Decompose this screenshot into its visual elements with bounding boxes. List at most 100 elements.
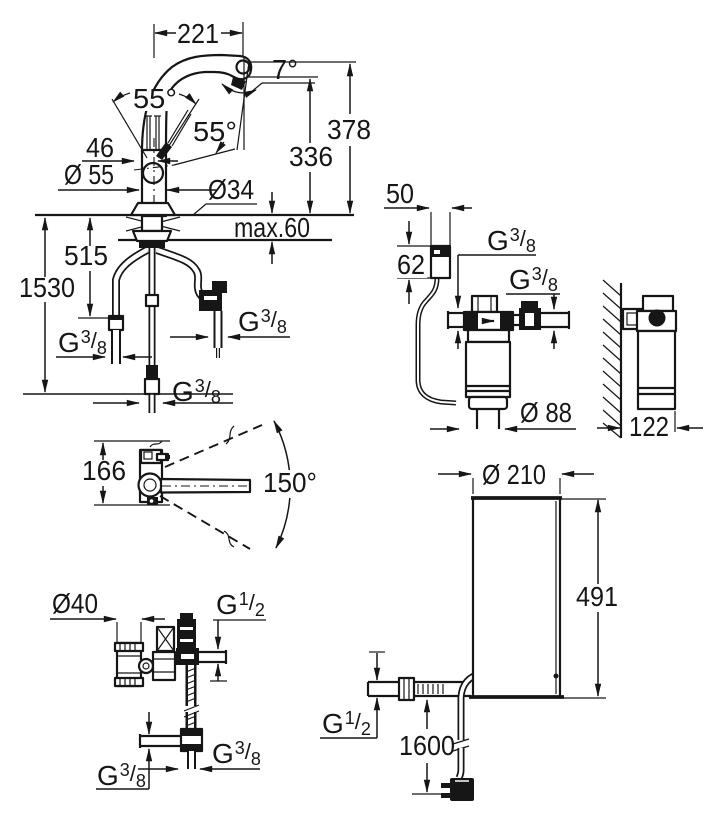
aerator-end (235, 59, 251, 75)
dim-thread-valve-hose: G3/8 (138, 738, 261, 773)
lever-joint-ball (141, 161, 165, 185)
wall-hatching (602, 279, 622, 439)
braided-hose (138, 665, 204, 769)
wall (602, 279, 623, 439)
elbow-fitting (177, 619, 196, 651)
dim-label-lever-angle-vertical: 55° (133, 83, 177, 114)
dim-lever-angle-side: 55° (133, 116, 237, 171)
dim-label-spout-reach: 221 (177, 18, 219, 49)
dim-label-tank-height: 491 (576, 581, 618, 612)
dim-thread-filter-inlet: G3/8 (454, 225, 536, 349)
dim-thread-hose-left: G3/8 (56, 327, 152, 361)
dim-cartridge-diameter: Ø 88 (430, 397, 576, 433)
dim-thread-hose-bottom: G3/8 (93, 376, 233, 407)
dim-label-counter-thickness: max.60 (234, 212, 310, 243)
connection-hoses (107, 246, 227, 413)
head-nut (470, 294, 499, 314)
view-filter-front: 50 62 (384, 178, 576, 433)
view-filter-side: 122 (597, 279, 703, 442)
dim-head-width: 50 (384, 178, 472, 245)
dim-label-length-total: 1530 (19, 272, 75, 303)
dim-head-height: 62 (395, 221, 430, 304)
dim-height-to-outlet: 336 (247, 76, 333, 214)
rib-ticks (119, 643, 136, 686)
dim-label-body-depth: 166 (82, 455, 126, 486)
dim-label-length-to-connector: 515 (64, 240, 108, 271)
dim-thread-tank-inlet: G1/2 (320, 651, 385, 739)
thread-label-g38-hose-right: G3/8 (238, 306, 287, 337)
dim-label-tank-diameter: Ø 210 (482, 459, 546, 490)
pipe-thread-ticks (417, 684, 444, 694)
thread-label-g38-filter-inlet: G3/8 (487, 225, 536, 256)
filter-cartridge (464, 328, 512, 429)
cold-hose-fitting (107, 314, 125, 364)
dim-thread-valve-inlet: G3/8 (96, 712, 153, 791)
dim-label-head-width: 50 (386, 178, 414, 209)
break-mark-lower (223, 530, 235, 548)
thread-label-g12-valve: G1/2 (216, 589, 265, 620)
thread-label-g12-tank: G1/2 (322, 708, 371, 739)
dim-label-head-height: 62 (397, 249, 425, 280)
dim-label-cartridge-diameter: Ø 88 (520, 397, 572, 428)
dim-mount-hole-diameter: Ø34 (192, 174, 257, 216)
dim-label-lever-angle-side: 55° (193, 116, 237, 147)
dim-spout-tilt: 7° (221, 54, 315, 151)
dim-base-diameter: Ø 55 (58, 159, 217, 194)
dim-label-swivel-angle: 150° (263, 467, 317, 498)
dim-label-lever-width: 46 (86, 132, 114, 163)
dim-lever-width: 46 (82, 132, 178, 165)
dim-label-depth-from-wall: 122 (629, 411, 669, 442)
view-boiler: Ø 210 491 G1/2 1600 (320, 459, 618, 801)
swivel-range: 150° (159, 420, 319, 550)
dim-valve-diameter: Ø40 (50, 588, 165, 642)
dim-tank-height: 491 (562, 498, 618, 697)
sensor-cable (415, 277, 457, 406)
inlet-pipe (366, 676, 471, 702)
swivel-joint (137, 472, 163, 498)
thread-label-g38-filter-outlet: G3/8 (509, 264, 558, 295)
dim-length-to-connector: 515 (64, 217, 112, 319)
mounting-hardware (125, 201, 181, 248)
dim-label-base-diameter: Ø 55 (64, 159, 114, 190)
dim-thread-valve-outlet: G1/2 (210, 589, 266, 682)
dim-tank-diameter: Ø 210 (438, 459, 594, 494)
dim-height-overall: 378 (245, 61, 371, 214)
thread-label-g38-valve-left: G3/8 (97, 760, 146, 791)
dim-label-cable-length: 1600 (399, 730, 455, 761)
thread-label-g38-valve-right: G3/8 (212, 738, 261, 769)
faucet-top-body (137, 440, 252, 505)
braid-ticks (185, 667, 197, 727)
dim-thread-filter-outlet: G3/8 (506, 264, 560, 349)
head-knob (648, 309, 666, 327)
break-mark-upper (225, 425, 235, 445)
spout-arm-top (159, 477, 252, 494)
filter-hose-fitting (143, 365, 161, 413)
filter-head (446, 294, 571, 332)
dim-label-mount-hole-diameter: Ø34 (208, 174, 254, 205)
dim-cable-length: 1600 (399, 699, 455, 795)
dim-spout-reach: 221 (153, 18, 244, 58)
dim-counter-thickness: max.60 (234, 192, 310, 264)
pipe-nut (397, 676, 416, 702)
thread-label-g38-hose-bottom: G3/8 (172, 376, 221, 407)
shutoff-handle (521, 301, 538, 308)
dim-length-total: 1530 (19, 217, 233, 395)
dim-label-spout-tilt: 7° (272, 54, 298, 85)
view-valve-assembly: Ø40 (50, 588, 266, 791)
tank-body (469, 496, 606, 699)
thread-label-g38-hose-left: G3/8 (58, 327, 107, 358)
power-plug (441, 778, 474, 801)
dim-label-height-to-outlet: 336 (289, 141, 333, 172)
view-faucet-top: 166 150° (82, 420, 319, 550)
lever-upright (145, 115, 161, 151)
filter-side-unit (621, 294, 678, 432)
dim-label-valve-diameter: Ø40 (52, 588, 98, 619)
adapter-cylinder (113, 641, 155, 688)
dim-label-height-overall: 378 (327, 114, 371, 145)
control-box (429, 244, 452, 280)
hose-collar (144, 293, 160, 308)
check-valve-fitting (199, 281, 227, 358)
valve-body (151, 613, 228, 682)
